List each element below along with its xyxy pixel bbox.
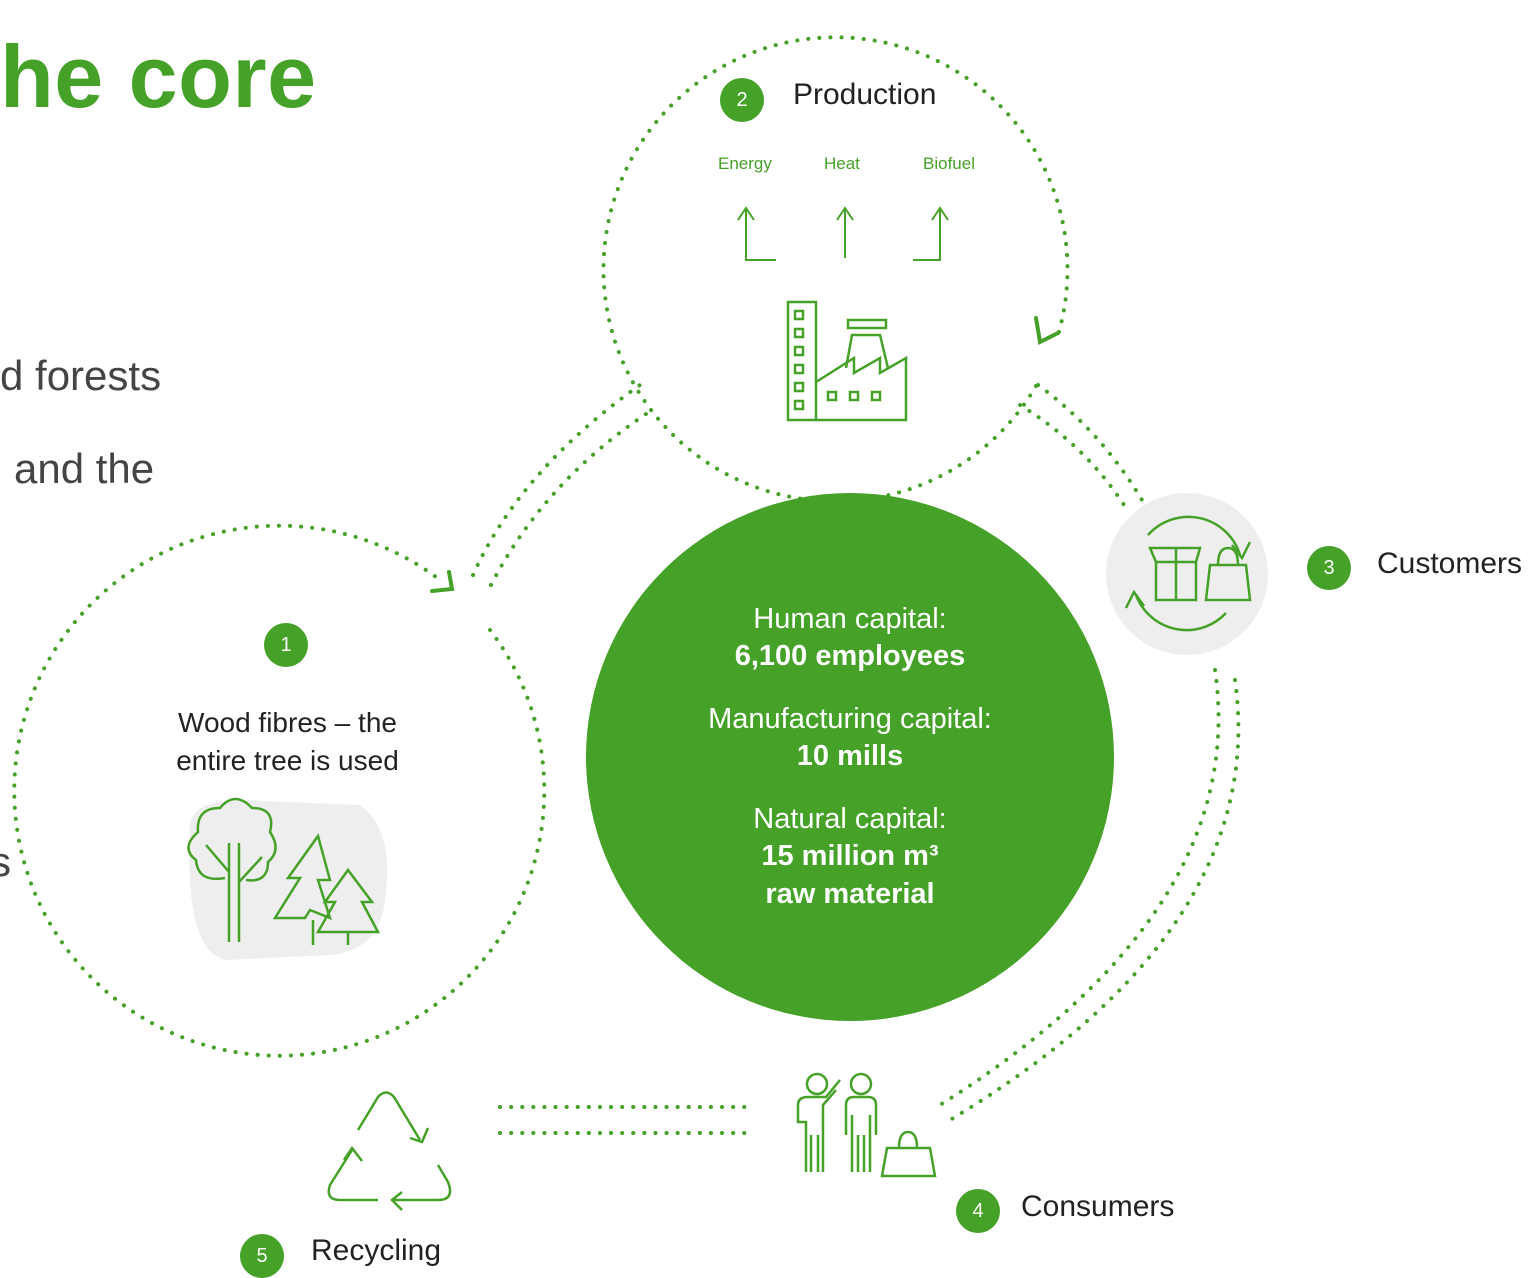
recycle-icon (327, 1091, 452, 1211)
human-capital-label: Human capital: (753, 603, 947, 635)
arrow-up-icon (836, 206, 854, 258)
connector-production-customers-a (1036, 383, 1144, 502)
body-text-line-3: s (0, 838, 11, 885)
recycling-label: Recycling (311, 1234, 442, 1267)
body-text-line-2: and the (14, 445, 155, 492)
arrow-up-icon (913, 206, 949, 261)
step-badge-customers: 3 (1307, 546, 1351, 590)
consumers-label: Consumers (1021, 1190, 1175, 1223)
consumers-icon (796, 1072, 937, 1178)
manufacturing-capital-label: Manufacturing capital: (708, 703, 992, 735)
production-cycle-ring (601, 35, 1070, 504)
wood-ring-arrowhead (430, 570, 455, 593)
natural-capital-label: Natural capital: (753, 803, 947, 835)
trees-icon (187, 797, 388, 960)
production-output-biofuel: Biofuel (923, 154, 975, 173)
packages-cycle-icon (1106, 493, 1268, 655)
factory-icon (786, 300, 908, 422)
connector-wood-production-a (471, 383, 642, 577)
production-output-energy: Energy (718, 154, 772, 173)
page-title: he core (0, 27, 317, 126)
production-output-heat: Heat (824, 154, 860, 173)
step-badge-consumers: 4 (956, 1189, 1000, 1233)
wood-label: Wood fibres – the entire tree is used (130, 704, 445, 780)
step-badge-recycling: 5 (240, 1234, 284, 1278)
capitals-circle: Human capital: 6,100 employees Manufactu… (586, 493, 1114, 1021)
human-capital-value: 6,100 employees (734, 640, 966, 672)
step-badge-wood: 1 (264, 623, 308, 667)
natural-capital-value-line-1: 15 million m³ (761, 840, 939, 872)
connector-customers-consumers-a (938, 668, 1221, 1107)
production-ring-arrowhead (1034, 316, 1060, 345)
arrow-up-icon (737, 206, 776, 261)
manufacturing-capital-value: 10 mills (796, 740, 904, 772)
wood-label-line-2: entire tree is used (176, 745, 399, 776)
body-text-line-1: d forests (0, 352, 162, 399)
wood-cycle-ring (12, 523, 547, 1058)
natural-capital-value-line-2: raw material (765, 878, 935, 910)
customers-label: Customers (1377, 547, 1523, 580)
step-badge-production: 2 (720, 78, 764, 122)
production-label: Production (793, 78, 937, 111)
connector-wood-production-b (489, 408, 654, 587)
wood-label-line-1: Wood fibres – the (178, 707, 397, 738)
